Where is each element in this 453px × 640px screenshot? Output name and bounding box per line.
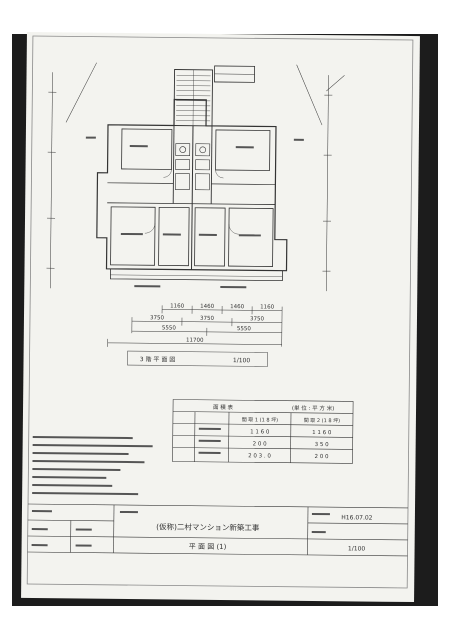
dim-total: 11700: [186, 338, 204, 344]
area-cell: 1 1 6 0: [312, 430, 332, 436]
room-label-marks: [85, 136, 304, 289]
title-date: H16.07.02: [341, 514, 372, 521]
area-cell: 2 0 0: [253, 441, 268, 447]
balcony: [109, 268, 283, 282]
stair-treads: [176, 69, 211, 126]
title-scale: 1/100: [348, 545, 366, 552]
dim-low-1: 5550: [162, 325, 177, 331]
area-cell: 2 0 0: [315, 454, 330, 460]
outer-walls: [96, 98, 288, 272]
area-cell: 3 5 0: [315, 442, 330, 448]
door-swings: [144, 169, 239, 235]
room-bedroom-left: [121, 128, 173, 170]
caption-title: 3 階 平 面 図: [140, 355, 176, 363]
floor-plan-drawing: 1160 1460 1460 1160 3750 3750 3750 5550 …: [26, 35, 414, 589]
side-dimension-lines: [46, 72, 333, 292]
room-western-left: [158, 206, 190, 267]
caption-scale: 1/100: [233, 357, 251, 364]
title-block: (仮称)二村マンション新築工事 平 面 図 (1) H16.07.02 1/10…: [27, 503, 409, 557]
floor-plan: [46, 62, 345, 292]
dim-mid-2: 3750: [200, 316, 215, 322]
dim-low-2: 5550: [237, 326, 252, 332]
area-col-unit2: 間 取 2 (1 8 坪): [304, 417, 341, 424]
room-western-right: [194, 207, 226, 267]
area-col-unit1: 間 取 1 (1 8 坪): [242, 416, 279, 423]
bath-toilet-blocks: [175, 143, 211, 191]
area-cell: 2 0 3 . 0: [248, 453, 271, 459]
dim-mid-3: 3750: [250, 316, 265, 322]
area-table-title: 面 積 表: [213, 403, 234, 411]
area-cell: 1 1 6 0: [250, 429, 270, 435]
room-bedroom-right: [215, 129, 271, 171]
drawing-caption: 3 階 平 面 図 1/100: [127, 350, 268, 367]
room-ldk-left: [110, 206, 156, 266]
title-project: (仮称)二村マンション新築工事: [156, 521, 260, 532]
dim-top-3: 1460: [230, 304, 245, 310]
dim-top-1: 1160: [170, 303, 185, 309]
dimension-block: 1160 1460 1460 1160 3750 3750 3750 5550 …: [107, 303, 283, 347]
dim-top-4: 1160: [260, 304, 275, 310]
spec-notes: [32, 436, 153, 496]
room-ldk-right: [228, 207, 274, 267]
sheet-border: [26, 35, 414, 589]
area-table: 面 積 表 (単 位 : 平 方 米) 間 取 1 (1 8 坪) 間 取 2 …: [172, 399, 354, 464]
dim-mid-1: 3750: [150, 315, 165, 321]
drawing-sheet: 1160 1460 1460 1160 3750 3750 3750 5550 …: [21, 31, 420, 603]
title-drawing-name: 平 面 図 (1): [189, 543, 227, 551]
dim-top-2: 1460: [200, 304, 215, 310]
area-table-unit: (単 位 : 平 方 米): [292, 404, 334, 412]
leader-lines: [65, 62, 345, 126]
